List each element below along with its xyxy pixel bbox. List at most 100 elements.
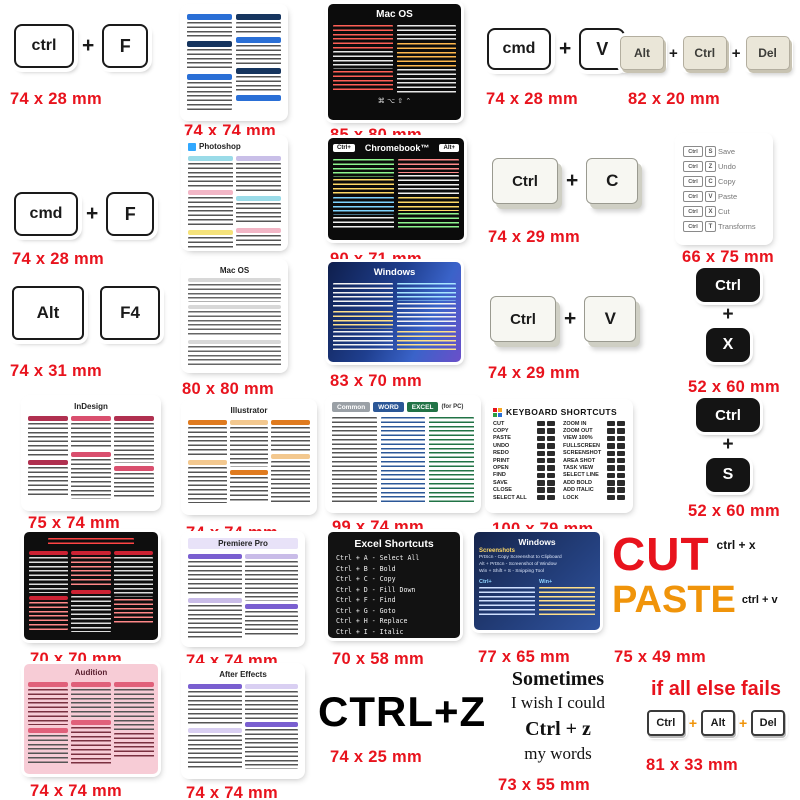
shortcut-line: Ctrl + K - Insert Hyperlink (336, 637, 452, 638)
action-label: Transforms (718, 222, 756, 231)
dim-label-dark-card: 70 x 70 mm (30, 650, 122, 668)
dim-label-ctrl-c: 74 x 29 mm (488, 228, 580, 246)
card-column (396, 23, 456, 95)
shortcut-line: Ctrl + B - Bold (336, 564, 396, 573)
card-title: Windows (518, 537, 556, 547)
card-title: InDesign (74, 402, 108, 411)
shortcut-label: AREA SHOT (563, 457, 596, 464)
plus-sign: + (564, 307, 577, 330)
dim-label-cut-paste: 75 x 49 mm (614, 648, 706, 666)
keycap-ctrl: Ctrl (490, 296, 556, 342)
column-header: Ctrl+ (479, 578, 492, 585)
sticker-ctrl-z-text: CTRL+Z (318, 688, 486, 736)
sticker-ctrl-s-stack: Ctrl + S (692, 398, 764, 492)
keycap-v: V (579, 28, 626, 70)
sticker-macos-white: Mac OS (184, 262, 285, 370)
keycap-ctrl: Ctrl (696, 268, 760, 302)
action-label: Save (718, 147, 736, 156)
sticker-chromebook: Ctrl+ Chromebook™ Alt+ (328, 138, 464, 240)
dim-label-fails: 81 x 33 mm (646, 756, 738, 774)
list-item: Ctrl Z Undo (683, 161, 765, 172)
card-column (188, 681, 242, 771)
keycap-letter: T (705, 221, 716, 232)
sticker-ctrl-v: Ctrl + V (490, 296, 637, 342)
card-column (398, 157, 459, 231)
shortcut-label: OPEN (493, 465, 509, 472)
card-column (332, 415, 377, 505)
dim-label-excel-shortcuts: 70 x 58 mm (332, 650, 424, 668)
sticker-cut-paste: CUT ctrl + x PASTE ctrl + v (612, 531, 794, 622)
ctrl-z-text: CTRL+Z (318, 688, 487, 735)
sticker-alt-ctrl-del: Alt + Ctrl + Del (620, 36, 790, 70)
action-label: Paste (718, 192, 738, 201)
shortcut-label: TASK VIEW (563, 465, 594, 472)
action-label: Cut (718, 207, 730, 216)
dim-label-alt-f4: 74 x 31 mm (10, 362, 102, 380)
card-title: After Effects (219, 670, 267, 679)
plus-sign: + (739, 715, 748, 731)
card-title: Chromebook™ (364, 143, 430, 153)
paste-text: PASTE (612, 579, 736, 622)
sticker-ctrl-f: ctrl + F (14, 24, 149, 68)
photoshop-icon (188, 142, 196, 151)
dim-label-ctrl-z: 74 x 25 mm (330, 748, 422, 766)
shortcut-line: Ctrl + D - Fill Down (336, 585, 416, 594)
plus-sign: + (669, 44, 678, 62)
list-item: Ctrl S Save (683, 146, 765, 157)
plus-sign: + (86, 202, 99, 225)
card-title: KEYBOARD SHORTCUTS (506, 407, 618, 417)
sticker-macos-black: Mac OS ⌘ ⌥ ⇧ ⌃ (328, 4, 461, 120)
card-title: Excel Shortcuts (354, 538, 434, 550)
shortcut-label: ZOOM OUT (563, 428, 593, 435)
plus-sign: + (566, 169, 579, 192)
dim-label-ctrl-v: 74 x 29 mm (488, 364, 580, 382)
card-title: Photoshop (199, 142, 241, 151)
dim-label-alt-ctrl-del: 82 x 20 mm (628, 90, 720, 108)
plus-sign: + (559, 37, 572, 60)
fails-title: if all else fails (650, 678, 782, 700)
shortcut-line: Win + Shift + S - Snipping Tool (479, 569, 544, 575)
action-label: Copy (718, 177, 736, 186)
section-header: Screenshots (479, 548, 516, 554)
keycap-ctrl: ctrl (14, 24, 74, 68)
card-column (380, 415, 426, 505)
keycap-c: C (586, 158, 639, 204)
keycap-ctrl: Ctrl (683, 191, 703, 202)
dim-label-ctrl-s: 52 x 60 mm (688, 502, 780, 520)
keycap-alt: Alt (12, 286, 84, 340)
shortcut-label: UNDO (493, 442, 510, 449)
sticker-after-effects: After Effects (184, 666, 302, 776)
shortcut-label: FIND (493, 472, 506, 479)
card-column (333, 157, 394, 231)
sticker-premiere-pro: Premiere Pro (184, 534, 302, 644)
card-column (236, 153, 281, 248)
card-title: Audition (74, 668, 108, 677)
sticker-keyboard-shortcuts: KEYBOARD SHORTCUTS CUT COPY PASTE UNDO R… (488, 402, 630, 510)
card-column (71, 413, 111, 501)
shortcut-label: PASTE (493, 435, 511, 442)
card-column (113, 548, 153, 634)
keycap-letter: Z (705, 161, 716, 172)
sticker-ctrl-c: Ctrl + C (492, 158, 639, 204)
card-title: Illustrator (230, 406, 268, 415)
card-column (71, 548, 111, 634)
card-column (188, 551, 242, 641)
card-column (396, 281, 456, 355)
dim-label-sometimes: 73 x 55 mm (498, 776, 590, 794)
plus-sign: + (688, 715, 697, 731)
header-excel: EXCEL (406, 402, 439, 412)
sticker-mini-shortcut-list: Ctrl S Save Ctrl Z Undo Ctrl C Copy Ctrl… (678, 136, 770, 242)
card-column (333, 281, 393, 355)
keycap-ctrl: Ctrl (682, 36, 727, 70)
keycap-v: V (584, 296, 637, 342)
keycap-ctrl: Ctrl (683, 176, 703, 187)
dim-label-ctrl-x: 52 x 60 mm (688, 378, 780, 396)
sticker-cmd-f: cmd + F (14, 192, 155, 236)
shortcut-label: CLOSE (493, 487, 512, 494)
quote-line: I wish I could (511, 693, 605, 712)
shortcut-label: SELECT ALL (493, 494, 527, 501)
keycap-ctrl: Ctrl (646, 710, 685, 736)
quote-line: my words (524, 743, 592, 763)
card-column (188, 417, 227, 505)
